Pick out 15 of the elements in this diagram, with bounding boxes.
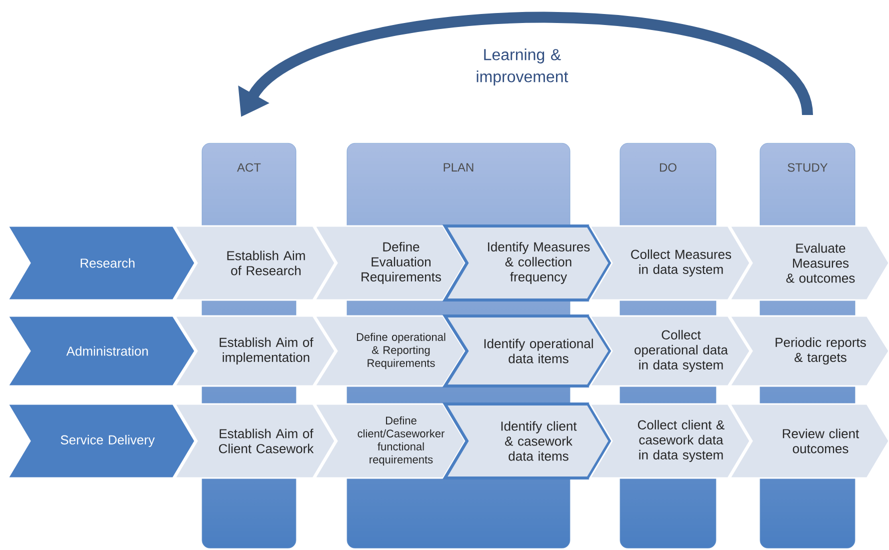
process-step: Establish Aim of Research — [174, 225, 336, 301]
process-step: Establish Aim of implementation — [174, 315, 336, 387]
process-step: Periodic reports & targets — [728, 315, 889, 387]
row-header: Administration — [6, 315, 196, 387]
edge-label: Learning & improvement — [476, 48, 568, 86]
process-step: Review client outcomes — [728, 403, 889, 479]
process-step: Define Evaluation Requirements — [314, 225, 466, 301]
process-step: Define operational & Reporting Requirements — [314, 315, 466, 387]
process-step: Collect Measures in data system — [588, 225, 751, 301]
process-step: Define client/Caseworker functional requirements — [314, 403, 466, 479]
process-step: Establish Aim of Client Casework — [174, 403, 336, 479]
row-header: Service Delivery — [6, 403, 196, 479]
row-header: Research — [6, 225, 196, 301]
process-step: Collect client & casework data in data system — [588, 403, 751, 479]
node-label: Evaluate Measures & outcomes — [786, 243, 855, 283]
